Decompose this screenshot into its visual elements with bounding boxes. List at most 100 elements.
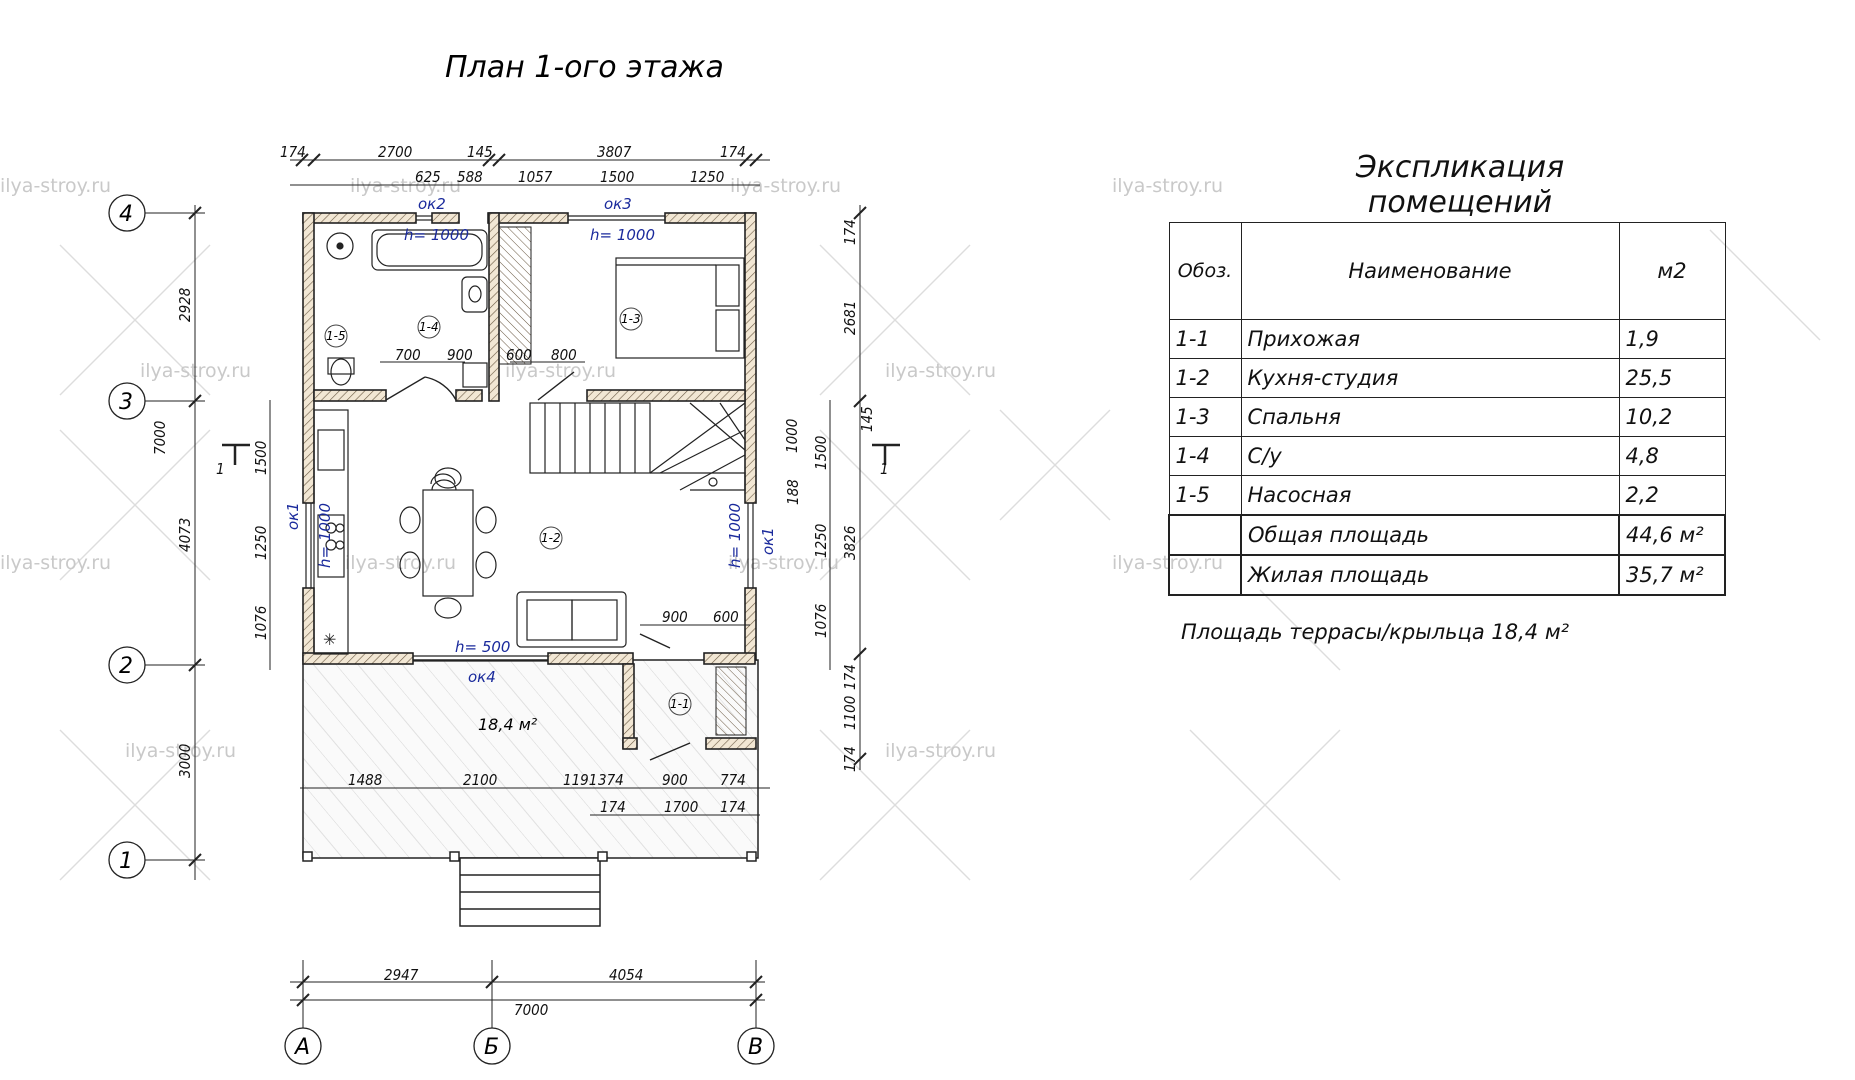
room-area: 1,9 [1618, 319, 1726, 359]
watermark-text: ilya-stroy.ru [728, 552, 839, 574]
dim-text: 2100 [463, 771, 497, 789]
terrace-area-note: Площадь террасы/крыльца 18,4 м² [1181, 620, 1570, 644]
dim-text: 174 [841, 664, 859, 690]
room-area: 2,2 [1618, 475, 1726, 516]
room-tag-1-5: 1-5 [326, 329, 346, 343]
terrace-posts [302, 851, 757, 862]
dim-text: 3826 [841, 526, 859, 560]
dim-text: 1100 [841, 696, 859, 730]
table-row: 1-2 Кухня-студия 25,5 [1168, 358, 1726, 398]
window-label-ok2: ок2 [418, 195, 446, 213]
dim-text: 174 [720, 798, 746, 816]
axis-markers: 4 3 2 1 А Б В [108, 194, 775, 1065]
table-row: 1-4 С/у 4,8 [1168, 436, 1726, 476]
room-tag-1-4: 1-4 [419, 320, 439, 334]
dim-text: 588 [457, 168, 483, 186]
dim-text: 174 [841, 219, 859, 245]
dim-text: 1488 [348, 771, 382, 789]
walls [302, 212, 757, 750]
dim-text: 1250 [690, 168, 724, 186]
window-height-label: h= 1000 [404, 226, 469, 244]
total-label: Общая площадь [1240, 514, 1620, 556]
svg-text:✳: ✳ [323, 630, 336, 649]
dim-text: 1500 [812, 436, 830, 470]
dimension-lines [145, 153, 900, 1030]
bed [615, 257, 745, 359]
room-area: 25,5 [1618, 358, 1726, 398]
axis-label: 1 [119, 849, 133, 874]
dim-text: 7000 [514, 1001, 548, 1019]
dim-text: 625 [415, 168, 441, 186]
living-row: Жилая площадь 35,7 м² [1168, 554, 1726, 596]
windows [305, 215, 754, 662]
dim-text: 4073 [176, 518, 194, 552]
steps [459, 857, 601, 927]
dim-text: 600 [713, 608, 739, 626]
bath-fixtures [326, 229, 488, 388]
dim-text: 145 [858, 406, 876, 432]
axis-label: Б [484, 1035, 499, 1060]
wardrobe [498, 226, 532, 365]
dim-text: 2928 [176, 288, 194, 322]
watermark-text: ilya-stroy.ru [350, 175, 461, 197]
dim-text: 2681 [841, 301, 859, 335]
header-area: м2 [1618, 222, 1726, 320]
section-mark: 1 [880, 460, 889, 478]
kitchen-counter: ✳ [313, 409, 349, 655]
dim-text: 4054 [609, 966, 643, 984]
living-value: 35,7 м² [1618, 554, 1726, 596]
dimension-texts: 174 2700 145 3807 174 625 588 1057 1500 … [151, 143, 889, 1019]
window-height-label: h= 500 [455, 638, 510, 656]
window-labels: ок2 h= 1000 ок3 h= 1000 h= 500 ок4 ок1 h… [284, 195, 777, 686]
window-label-ok1: ок1 [284, 502, 302, 530]
table-row: 1-1 Прихожая 1,9 [1168, 319, 1726, 359]
dim-text: 174 [600, 798, 626, 816]
room-tag-1-3: 1-3 [621, 312, 641, 326]
window-height-label: h= 1000 [590, 226, 655, 244]
axis-label: 3 [119, 390, 133, 415]
room-area: 10,2 [1618, 397, 1726, 437]
explication-table: Обоз. Наименование м2 1-1 Прихожая 1,9 1… [1168, 222, 1726, 596]
room-labels: 1-5 1-4 1-3 1-2 1-1 18,4 м² [324, 307, 692, 734]
room-code: 1-3 [1168, 397, 1242, 437]
plan-title: План 1-ого этажа [445, 50, 724, 85]
room-code: 1-1 [1168, 319, 1242, 359]
watermark-text: ilya-stroy.ru [0, 175, 111, 197]
dim-text: 1076 [812, 604, 830, 638]
header-name: Наименование [1240, 222, 1620, 320]
living-code [1168, 554, 1242, 596]
table-row: 1-5 Насосная 2,2 [1168, 475, 1726, 516]
axis-label: 4 [119, 202, 133, 227]
window-height-label: h= 1000 [726, 503, 744, 568]
dim-text: 600 [506, 346, 532, 364]
total-row: Общая площадь 44,6 м² [1168, 514, 1726, 556]
dim-text: 7000 [151, 421, 169, 455]
window-label-ok3: ок3 [604, 195, 632, 213]
room-name: Насосная [1240, 475, 1620, 516]
watermark-text: ilya-stroy.ru [140, 360, 251, 382]
section-mark: 1 [216, 460, 225, 478]
dim-text: 1500 [252, 441, 270, 475]
watermark-text: ilya-stroy.ru [885, 740, 996, 762]
dim-text: 1250 [812, 524, 830, 558]
sofa [516, 591, 627, 648]
living-label: Жилая площадь [1240, 554, 1620, 596]
dim-text: 1250 [252, 526, 270, 560]
table-header-row: Обоз. Наименование м2 [1168, 222, 1726, 320]
window-label-ok4: ок4 [468, 668, 496, 686]
dim-text: 900 [662, 608, 688, 626]
watermark-text: ilya-stroy.ru [125, 740, 236, 762]
terrace [302, 659, 759, 859]
dim-text: 1057 [518, 168, 553, 186]
terrace-area-label: 18,4 м² [478, 715, 538, 734]
dim-text: 188 [784, 479, 802, 505]
watermark-text: ilya-stroy.ru [1112, 175, 1223, 197]
dim-text: 1700 [664, 798, 698, 816]
total-code [1168, 514, 1242, 556]
dim-text: 174 [720, 143, 746, 161]
room-name: Кухня-студия [1240, 358, 1620, 398]
dim-text: 1500 [600, 168, 634, 186]
room-code: 1-2 [1168, 358, 1242, 398]
table-row: 1-3 Спальня 10,2 [1168, 397, 1726, 437]
